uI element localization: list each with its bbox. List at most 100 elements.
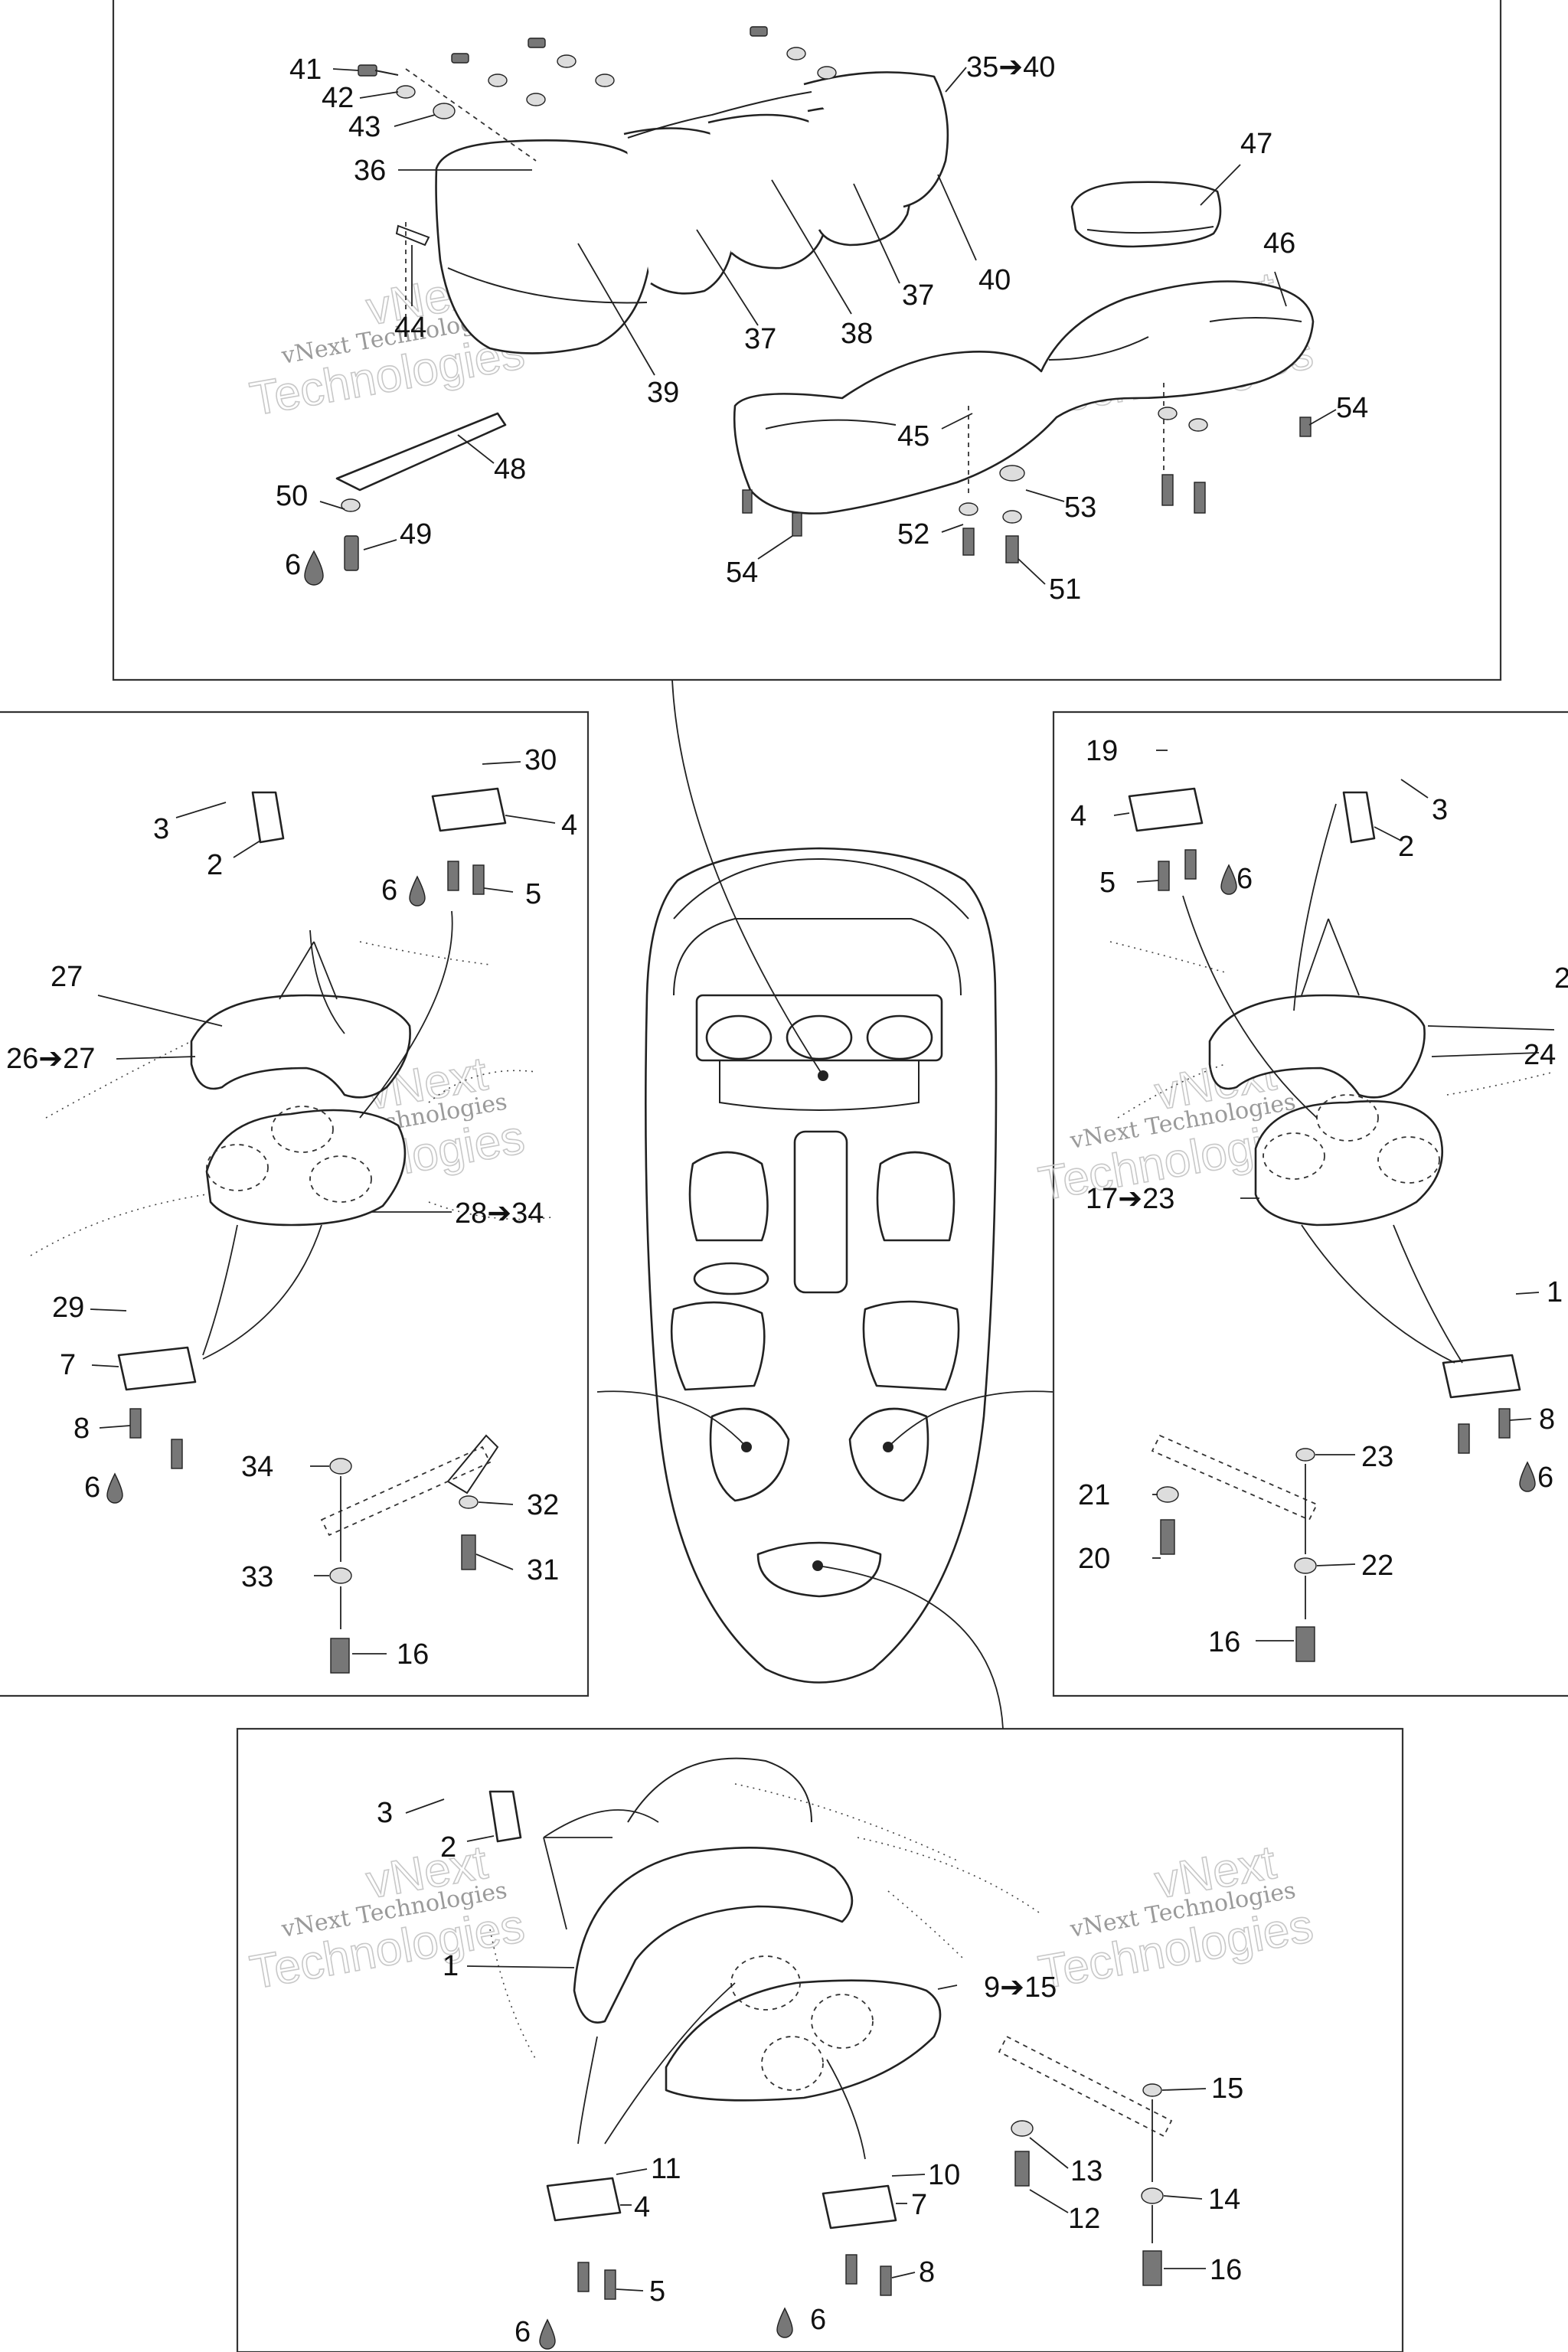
long-seat-assembly [733,280,1315,514]
callout-label: 6 [1236,863,1253,895]
left-panel-parts: 3 2 30 4 6 5 27 26➔27 28➔34 29 7 8 6 34 … [6,744,577,1674]
callout-label: 2 [207,849,223,881]
callout-label: 6 [514,2316,531,2348]
hull-steering-wheel [693,1262,769,1295]
callout-label: 41 [289,54,322,86]
right-latch-2 [1342,791,1376,844]
left-rear-bracket-4 [431,787,507,832]
callout-label: 35➔40 [966,51,1055,83]
callout-label: 39 [647,377,679,409]
loctite-drop-icon [409,875,426,906]
callout-label: 54 [726,557,758,589]
hull-left-seat [670,1301,766,1391]
callout-label: 26➔27 [6,1043,95,1075]
callout-label: 2 [440,1831,456,1864]
callout-label: 12 [1068,2203,1100,2235]
callout-label: 38 [841,318,873,350]
loctite-drop-icon [1220,864,1237,895]
loctite-drop-icon [539,2318,556,2350]
callout-label: 8 [919,2256,935,2288]
callout-label: 34 [241,1451,273,1483]
bow-bracket-4 [546,2177,622,2222]
callout-label: 9➔15 [984,1971,1057,2004]
callout-label: 42 [322,82,354,114]
right-seat-cushion [1254,1100,1444,1227]
callout-label: 15 [1211,2073,1243,2105]
callout-label: 45 [897,420,929,452]
callout-label: 4 [634,2191,650,2223]
callout-label: 8 [74,1413,90,1445]
callout-label: 16 [1210,2254,1242,2286]
callout-label: 14 [1208,2184,1240,2216]
right-seat-backrest [1208,994,1426,1099]
hull-right-seat [862,1300,960,1391]
callout-label: 30 [524,744,557,776]
bow-backrest [573,1847,854,2024]
left-latch-2 [251,791,285,844]
top-callouts: 41 42 43 36 44 35➔40 47 46 40 37 38 37 3… [276,51,1368,606]
callout-label: 17➔23 [1086,1183,1174,1215]
bow-cushion [665,1979,942,2102]
bottom-panel-parts: 3 2 1 9➔15 15 11 10 13 4 7 12 14 5 8 16 … [377,1757,1243,2350]
loctite-drop-icon [106,1472,123,1504]
callout-label: 36 [354,155,386,187]
left-front-bracket-7 [117,1346,197,1391]
callout-label: 46 [1263,227,1295,260]
callout-label: 5 [525,878,541,910]
callout-label: 23 [1361,1441,1393,1473]
callout-label: 3 [377,1797,393,1829]
callout-label: 44 [394,312,426,344]
callout-label: 50 [276,480,308,512]
left-seat-backrest [190,994,411,1099]
callout-label: 52 [897,518,929,550]
callout-label: 27 [51,961,83,993]
callout-label: 16 [397,1638,429,1671]
callout-label: 11 [651,2153,681,2185]
top-panel-parts: 41 42 43 36 44 35➔40 47 46 40 37 38 37 3… [276,26,1368,606]
front-seat-cushion [435,139,654,354]
callout-label: 32 [527,1489,559,1521]
callout-label: 7 [60,1349,76,1381]
callout-label: 10 [928,2159,960,2191]
callout-label: 24 [1524,1039,1556,1071]
callout-label: 22 [1361,1550,1393,1582]
callout-label: 48 [494,453,526,485]
callout-label: 13 [1070,2155,1102,2187]
callout-label: 2 [1554,962,1568,995]
callout-label: 37 [902,279,934,312]
loctite-drop-icon [304,550,324,586]
right-front-bracket [1442,1354,1521,1399]
top-leaders [319,67,1337,585]
callout-label: 3 [153,813,169,845]
callout-label: 6 [1537,1462,1553,1494]
callout-label: 5 [1099,867,1116,899]
callout-label: 20 [1078,1543,1110,1575]
hull-top-view [596,679,1054,1730]
callout-label: 6 [285,549,301,581]
callout-label: 28➔34 [455,1197,544,1230]
left-seat-cushion [205,1109,407,1227]
callout-label: 6 [381,874,397,906]
callout-label: 33 [241,1561,273,1593]
callout-label: 5 [649,2275,665,2308]
seat-support-bracket [335,412,507,492]
bow-latch-2 [488,1790,522,1843]
callout-label: 8 [1539,1403,1555,1436]
right-rear-bracket-4 [1128,787,1204,832]
right-panel-frame [1052,710,1568,1697]
backrest-pad [1070,181,1222,248]
callout-label: 49 [400,518,432,550]
callout-label: 7 [911,2189,927,2221]
callout-label: 19 [1086,735,1118,767]
loctite-drop-icon [1519,1461,1536,1492]
callout-label: 4 [561,809,577,841]
bottom-callouts: 3 2 1 9➔15 15 11 10 13 4 7 12 14 5 8 16 … [377,1797,1243,2348]
callout-label: 2 [1398,831,1414,863]
callout-label: 1 [1547,1276,1563,1308]
bottom-panel-frame [236,1727,1404,2352]
loctite-drop-icon [776,2307,793,2338]
callout-label: 40 [978,264,1011,296]
callout-label: 53 [1064,492,1096,524]
